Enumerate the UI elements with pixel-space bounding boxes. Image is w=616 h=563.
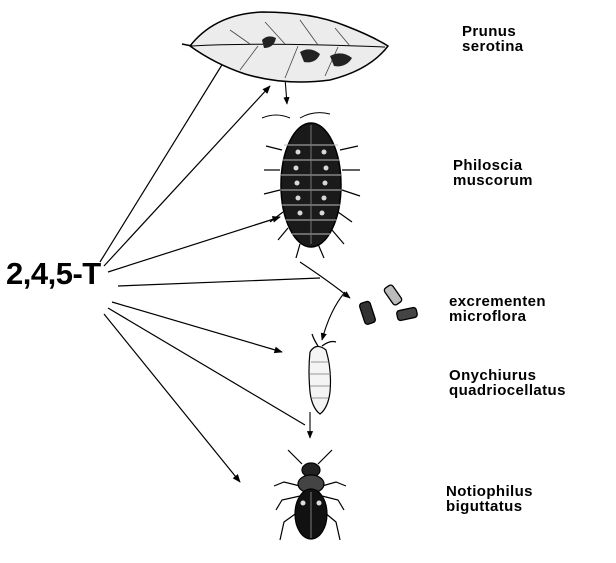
organism-label-onychiurus: Onychiurus quadriocellatus [449,368,566,398]
compound-label: 2,4,5-T [6,258,101,290]
exposure-arrows [100,47,320,482]
arrow-to-beetle [104,314,240,482]
arrow-to-springtail [112,302,282,352]
organism-species: microflora [449,309,546,324]
arrow-to-woodlouse [108,217,280,272]
organism-label-prunus: Prunus serotina [462,24,524,54]
ground-beetle-icon [274,450,346,540]
arrow-woodlouse-to-pellets [300,262,350,298]
arrow-pellets-to-springtail [322,292,345,340]
fecal-pellets-icon [359,284,418,325]
arrow-to-springtail-tail [108,308,305,425]
organism-species: serotina [462,39,524,54]
organism-genus: Philoscia [453,158,533,173]
organism-genus: Prunus [462,24,524,39]
leaf-icon [182,12,388,82]
organism-species: quadriocellatus [449,383,566,398]
woodlouse-icon [262,113,360,258]
arrow-to-leaf-left [100,47,233,262]
organism-genus: Onychiurus [449,368,566,383]
springtail-icon [309,334,336,414]
organism-label-philoscia: Philoscia muscorum [453,158,533,188]
organism-species: muscorum [453,173,533,188]
organism-genus: Notiophilus [446,484,533,499]
organism-label-excrementen: excrementen microflora [449,294,546,324]
arrow-to-leaf-right [104,86,270,266]
arrow-to-microflora [118,278,320,286]
organism-species: biguttatus [446,499,533,514]
organism-genus: excrementen [449,294,546,309]
organism-label-notiophilus: Notiophilus biguttatus [446,484,533,514]
